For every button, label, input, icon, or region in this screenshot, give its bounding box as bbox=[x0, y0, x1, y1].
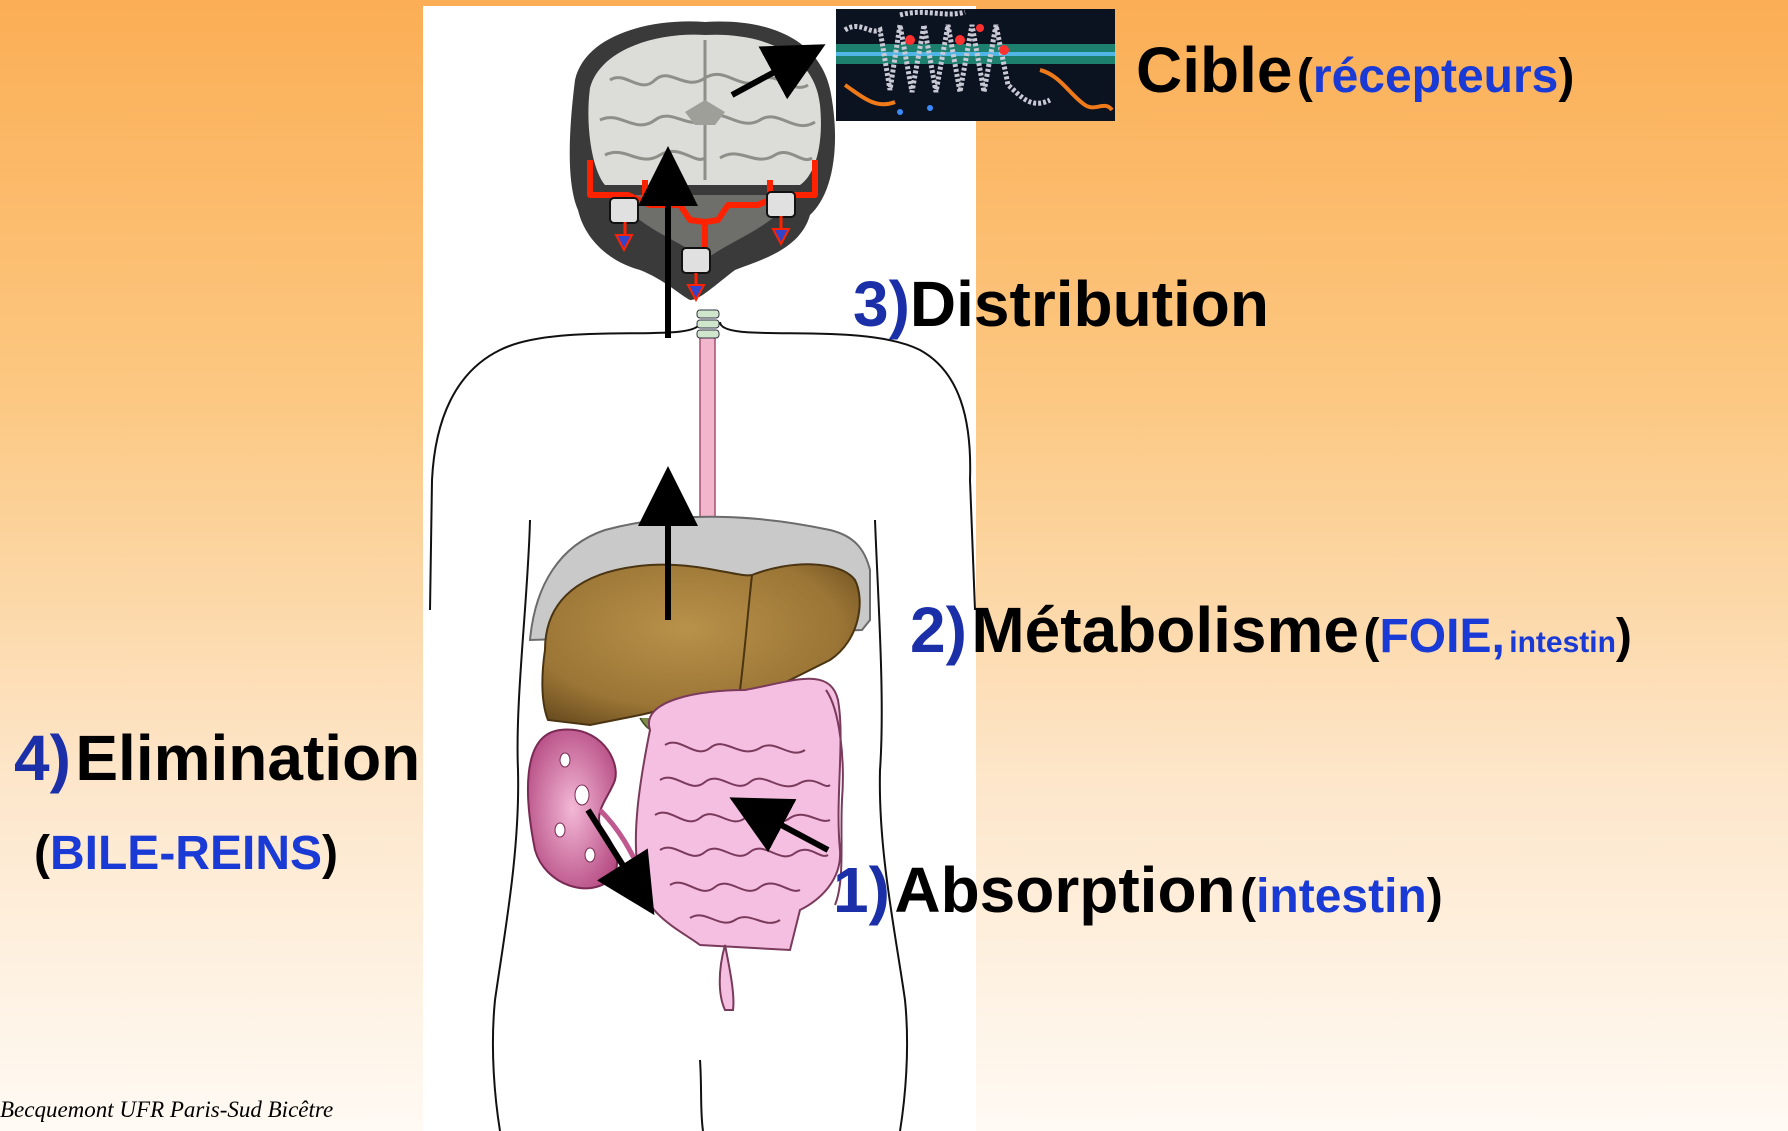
target-label: Cible (récepteurs) bbox=[1136, 38, 1574, 102]
distribution-number: 3) bbox=[853, 268, 910, 340]
absorption-paren-open: ( bbox=[1240, 870, 1256, 923]
esophagus bbox=[700, 335, 715, 525]
credit-text: Becquemont UFR Paris-Sud Bicêtre bbox=[0, 1097, 333, 1123]
elimination-label: 4) Elimination bbox=[14, 726, 420, 790]
absorption-detail: intestin bbox=[1256, 870, 1427, 923]
metabolism-detail-main: FOIE, bbox=[1379, 610, 1504, 663]
elimination-paren-open: ( bbox=[34, 827, 50, 880]
metabolism-paren-close: ) bbox=[1616, 610, 1632, 663]
elimination-title: Elimination bbox=[75, 722, 420, 794]
absorption-paren-close: ) bbox=[1427, 870, 1443, 923]
distribution-title: Distribution bbox=[910, 268, 1269, 340]
absorption-title: Absorption bbox=[894, 854, 1235, 926]
metabolism-detail-small: intestin bbox=[1509, 626, 1616, 659]
elimination-paren-close: ) bbox=[322, 827, 338, 880]
elimination-detail-label: (BILE-REINS) bbox=[34, 830, 338, 878]
target-title: Cible bbox=[1136, 34, 1292, 106]
trachea-rings bbox=[697, 310, 719, 338]
metabolism-label: 2) Métabolisme (FOIE, intestin) bbox=[910, 598, 1632, 662]
target-paren-open: ( bbox=[1297, 50, 1313, 103]
absorption-label: 1) Absorption (intestin) bbox=[833, 858, 1443, 922]
metabolism-paren-open: ( bbox=[1363, 610, 1379, 663]
absorption-number: 1) bbox=[833, 854, 890, 926]
elimination-number: 4) bbox=[14, 722, 71, 794]
elimination-detail: BILE-REINS bbox=[50, 827, 322, 880]
metabolism-number: 2) bbox=[910, 594, 967, 666]
receptor-image bbox=[836, 9, 1115, 121]
target-detail: récepteurs bbox=[1313, 50, 1558, 103]
metabolism-title: Métabolisme bbox=[971, 594, 1359, 666]
target-paren-close: ) bbox=[1558, 50, 1574, 103]
distribution-label: 3)Distribution bbox=[853, 272, 1269, 336]
